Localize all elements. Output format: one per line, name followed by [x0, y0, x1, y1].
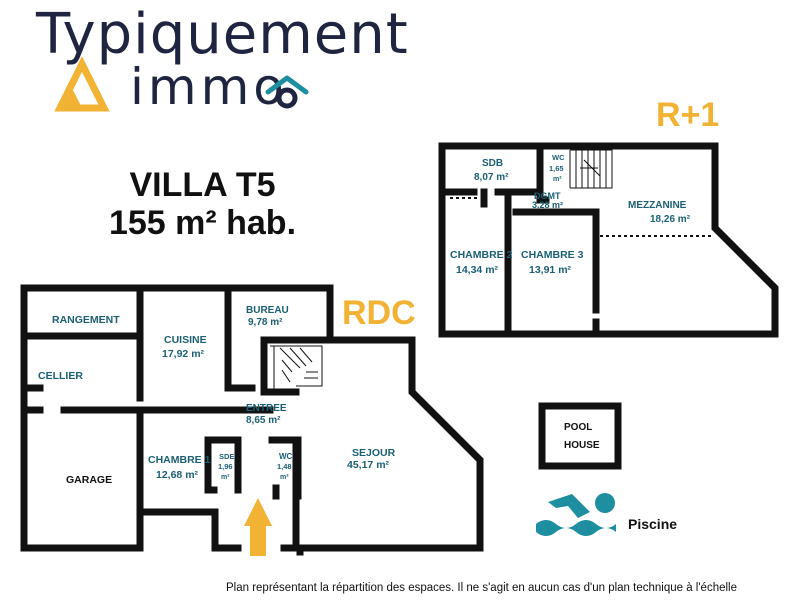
- room-cellier: CELLIER: [38, 370, 83, 382]
- room-chambre3-area: 13,91 m²: [529, 264, 572, 276]
- room-sde-area: 1,96: [218, 462, 233, 471]
- villa-type: VILLA T5: [129, 166, 276, 204]
- room-sejour-name: SEJOUR: [352, 447, 396, 459]
- room-chambre1-name: CHAMBRE 1: [148, 454, 211, 466]
- pool-house-line1: POOL: [564, 422, 592, 433]
- room-garage: GARAGE: [66, 474, 112, 486]
- villa-surface: 155 m² hab.: [108, 204, 297, 242]
- room-bureau-name: BUREAU: [246, 305, 289, 316]
- room-entree-name: ENTREE: [246, 403, 287, 414]
- room-cuisine-name: CUISINE: [164, 334, 207, 346]
- room-dgmt-area: 3,28 m²: [532, 200, 563, 210]
- level-rdc-label: RDC: [342, 294, 416, 332]
- room-sejour-area: 45,17 m²: [347, 459, 390, 471]
- room-wc-r1-name: WC: [552, 153, 565, 162]
- level-r1-label: R+1: [656, 96, 720, 134]
- swimmer-icon: [536, 493, 616, 536]
- room-wc-rdc-area: 1,48: [277, 462, 292, 471]
- room-chambre1-area: 12,68 m²: [156, 469, 199, 481]
- house-icon: [265, 75, 309, 109]
- room-wc-r1-area: 1,65: [549, 164, 564, 173]
- room-wc-rdc-unit: m²: [280, 474, 289, 481]
- logo-line2: immo: [130, 58, 288, 116]
- room-mezzanine-area: 18,26 m²: [650, 214, 691, 225]
- room-wc-rdc-name: WC: [279, 452, 293, 461]
- piscine-label: Piscine: [628, 516, 678, 532]
- room-mezzanine-name: MEZZANINE: [628, 200, 687, 211]
- room-entree-area: 8,65 m²: [246, 415, 281, 426]
- logo-triangle-icon: [54, 56, 110, 112]
- villa-title: VILLA T5 155 m² hab.: [100, 166, 305, 242]
- room-chambre3-name: CHAMBRE 3: [521, 249, 584, 261]
- room-sdb-name: SDB: [482, 158, 503, 169]
- room-chambre2-area: 14,34 m²: [456, 264, 499, 276]
- room-wc-r1-unit: m²: [553, 176, 562, 183]
- room-sdb-area: 8,07 m²: [474, 172, 509, 183]
- room-sde-name: SDE: [219, 452, 234, 461]
- entrance-arrow-icon: [244, 498, 272, 556]
- room-rangement: RANGEMENT: [52, 314, 120, 326]
- room-chambre2-name: CHAMBRE 2: [450, 249, 513, 261]
- room-cuisine-area: 17,92 m²: [162, 348, 205, 360]
- room-dgmt-name: DGMT: [534, 191, 561, 201]
- room-sde-unit: m²: [221, 474, 230, 481]
- disclaimer-footer: Plan représentant la répartition des esp…: [226, 582, 738, 594]
- stairs-icon: [569, 149, 613, 189]
- stairs-icon: [270, 345, 323, 390]
- pool-house-line2: HOUSE: [564, 440, 600, 451]
- logo-line1: Typiquement: [36, 2, 409, 67]
- room-bureau-area: 9,78 m²: [248, 317, 283, 328]
